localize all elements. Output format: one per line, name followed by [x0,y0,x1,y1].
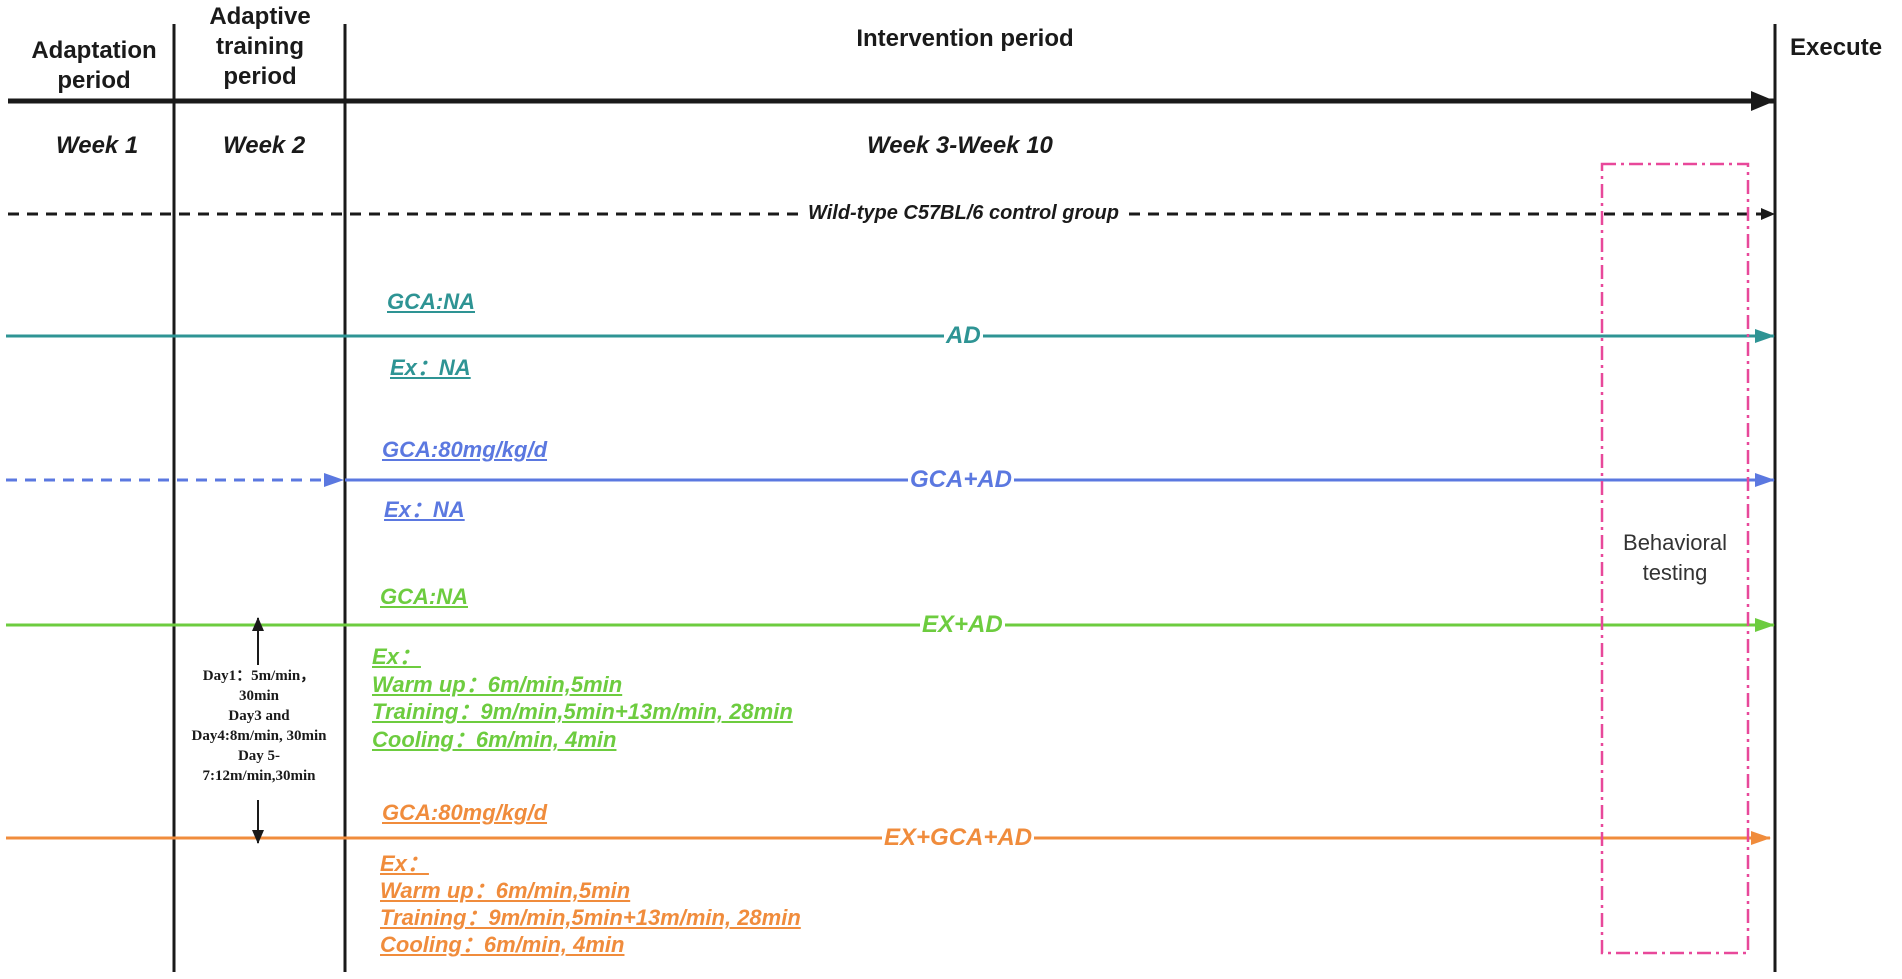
ex-ad-group-label: EX+AD [920,611,1005,639]
ex-ad-exercise-line: Ex： [372,644,421,669]
header-adaptation-period: Adaptation period [31,37,157,94]
week3-10-label: Week 3-Week 10 [867,132,1053,159]
ex-gca-ad-gca-annotation: GCA:80mg/kg/d [382,800,548,825]
ex-ad-exercise-line: Warm up：6m/min,5min [372,672,623,697]
header-execute: Execute [1790,34,1883,61]
gca-ad-group-label: GCA+AD [908,466,1015,494]
ex-gca-ad-exercise-line: Ex： [380,851,429,876]
header-adaptive-training-period: Adaptive training period [209,3,311,90]
week1-label: Week 1 [56,132,139,159]
ex-ad-gca-annotation: GCA:NA [380,584,468,609]
ex-ad-exercise-line: Training：9m/min,5min+13m/min, 28min [372,699,793,724]
header-intervention-period: Intervention period [856,25,1074,52]
behavioral-testing-box [1600,162,1750,955]
ex-ad-exercise-line: Cooling：6m/min, 4min [372,727,617,752]
ad-gca-annotation: GCA:NA [387,289,475,314]
ad-ex-annotation: Ex：NA [390,355,471,380]
ex-gca-ad-exercise-line: Cooling：6m/min, 4min [380,932,625,957]
ex-gca-ad-exercise-line: Warm up：6m/min,5min [380,878,631,903]
adaptive-training-schedule-note: Day1：5m/min，30min Day3 and Day4:8m/min, … [191,668,327,784]
ex-gca-ad-group-label: EX+GCA+AD [882,824,1035,852]
ad-group-label: AD [944,322,983,350]
ex-gca-ad-exercise-line: Training：9m/min,5min+13m/min, 28min [380,905,801,930]
gca-ad-gca-annotation: GCA:80mg/kg/d [382,437,548,462]
gca-ad-ex-annotation: Ex：NA [384,497,465,522]
behavioral-testing-label: Behavioral testing [1623,530,1727,585]
control-group-label: Wild-type C57BL/6 control group [806,202,1121,225]
week2-label: Week 2 [223,132,306,159]
